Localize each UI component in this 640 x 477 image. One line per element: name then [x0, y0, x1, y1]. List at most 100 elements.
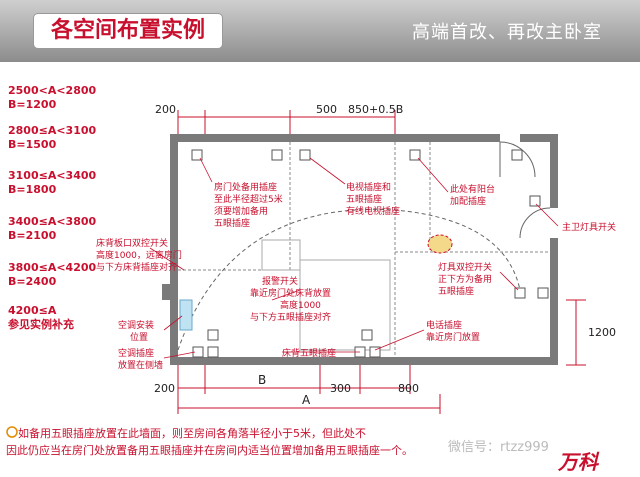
wall-left-top — [170, 134, 178, 284]
note-line: 五眼插座 — [346, 193, 382, 205]
leader-line — [535, 203, 559, 227]
note-line: 报警开关 — [262, 275, 298, 287]
rule-range: 3400≤A<3800 — [8, 215, 97, 228]
dim-bottom-a: A — [302, 393, 311, 407]
socket-icon — [511, 149, 523, 161]
socket-icon — [207, 346, 219, 358]
note-line: 房门处备用插座 — [214, 181, 277, 193]
note-line: 与下方五眼插座对齐 — [250, 311, 331, 323]
rule-value: B=2100 — [8, 229, 57, 242]
bed-outline — [299, 259, 391, 351]
socket-icon — [271, 149, 283, 161]
wall-left-bottom — [170, 300, 178, 365]
note-line: 与下方床背插座对齐 — [96, 261, 177, 273]
radius-arc — [177, 208, 521, 351]
note-bathroom-light: 主卫灯具开关 — [562, 221, 616, 233]
note-line: 床背板口双控开关 — [96, 237, 168, 249]
rule-range: 3100≤A<3400 — [8, 169, 97, 182]
socket-icon — [191, 149, 203, 161]
footer-line-2: 因此仍应当在房门处放置备用五眼插座并在房间内适当位置增加备用五眼插座一个。 — [6, 444, 413, 457]
watermark: 微信号：rtzz999 — [448, 440, 549, 455]
footer-line-1: 如备用五眼插座放置在此墙面，则至房间各角落半径小于5米，但此处不 — [18, 427, 366, 440]
dim-top-mid: 500 — [316, 103, 337, 116]
socket-icon — [529, 195, 541, 207]
dim-bottom-left: 200 — [154, 382, 175, 395]
rule-range: 3800≤A<4200 — [8, 261, 97, 274]
note-line: 空调插座 — [118, 347, 154, 359]
wall-right — [550, 134, 558, 208]
rule-range: 4200≤A — [8, 304, 57, 317]
leader-line — [163, 351, 196, 359]
note-line: 须要增加备用 — [214, 205, 268, 217]
wall-top-right — [520, 134, 558, 142]
socket-symbols — [191, 149, 549, 358]
note-line: 放置在侧墙 — [118, 359, 163, 371]
note-line: 灯具双控开关 — [438, 261, 492, 273]
walls — [162, 134, 558, 365]
rule-5: 3800≤A<4200 B=2400 — [8, 261, 96, 289]
note-bed-socket: 床背五眼插座 — [282, 347, 336, 359]
note-line: 电话插座 — [426, 319, 462, 331]
wall-top-left — [170, 134, 500, 142]
leader-line — [499, 271, 519, 291]
footer-note: 如备用五眼插座放置在此墙面，则至房间各角落半径小于5米，但此处不 因此仍应当在房… — [6, 425, 446, 459]
socket-icon — [361, 329, 373, 341]
socket-icon — [537, 287, 549, 299]
note-lamp-switch: 灯具双控开关 正下方为备用 五眼插座 — [438, 261, 495, 297]
dim-right-1200: 1200 — [588, 326, 616, 339]
leader-line — [374, 329, 425, 351]
socket-icon — [409, 149, 421, 161]
leader-line — [199, 157, 213, 183]
note-line: 此处有阳台 — [450, 183, 495, 195]
title-box: 各空间布置实例 — [34, 14, 222, 48]
note-alarm-switch: 报警开关 靠近房门处床背放置 高度1000 与下方五眼插座对齐 — [250, 275, 334, 323]
note-balcony: 此处有阳台 加配插座 — [450, 183, 498, 207]
rule-value: 参见实例补充 — [8, 318, 74, 331]
page-title: 各空间布置实例 — [50, 18, 205, 43]
dim-bottom-800: 800 — [398, 382, 419, 395]
wall-right-lower — [550, 238, 558, 364]
note-ac-install: 空调安装 位置 — [118, 319, 157, 343]
rule-range: 2500<A<2800 — [8, 84, 97, 97]
rule-1: 2500<A<2800 B=1200 — [8, 84, 96, 112]
socket-icon — [207, 329, 219, 341]
note-bedside-switch: 床背板口双控开关 高度1000，远离房门 与下方床背插座对齐 — [96, 237, 185, 273]
rule-value: B=1200 — [8, 98, 57, 111]
note-door-socket: 房门处备用插座 至此半径超过5米 须要增加备用 五眼插座 — [214, 181, 286, 229]
socket-icon — [299, 149, 311, 161]
note-line: 五眼插座 — [438, 285, 474, 297]
note-line: 高度1000，远离房门 — [96, 249, 182, 261]
rule-2: 2800≤A<3100 B=1500 — [8, 124, 96, 152]
rule-3: 3100≤A<3400 B=1800 — [8, 169, 96, 197]
dim-top-left: 200 — [155, 103, 176, 116]
rule-4: 3400≤A<3800 B=2100 — [8, 215, 96, 243]
wall-left-notch — [162, 284, 178, 300]
ac-unit-icon — [179, 299, 193, 331]
note-phone-socket: 电话插座 靠近房门放置 — [426, 319, 480, 343]
note-line: 五眼插座 — [214, 217, 250, 229]
note-line: 靠近房门放置 — [426, 331, 480, 343]
nightstand — [261, 239, 301, 271]
dim-bottom-300: 300 — [330, 382, 351, 395]
dim-bottom-b: B — [258, 373, 266, 387]
note-ac-socket: 空调插座 放置在侧墙 — [118, 347, 163, 371]
ceiling-light — [427, 234, 453, 254]
rule-range: 2800≤A<3100 — [8, 124, 97, 137]
leader-line — [271, 289, 301, 301]
leader-line — [149, 247, 185, 271]
socket-icon — [514, 287, 526, 299]
rule-value: B=1800 — [8, 183, 57, 196]
note-line: 电视插座和 — [346, 181, 391, 193]
socket-icon — [369, 346, 381, 358]
rule-6: 4200≤A 参见实例补充 — [8, 304, 74, 332]
footer-bullet-icon — [6, 426, 18, 438]
leader-line — [309, 157, 346, 185]
note-line: 高度1000 — [280, 299, 321, 311]
rule-value: B=2400 — [8, 275, 57, 288]
dim-top-formula: 850+0.5B — [348, 103, 403, 116]
door-arc — [499, 141, 536, 178]
brand-logo: 万科 — [558, 450, 598, 474]
leader-line — [163, 315, 183, 331]
note-line: 正下方为备用 — [438, 273, 492, 285]
